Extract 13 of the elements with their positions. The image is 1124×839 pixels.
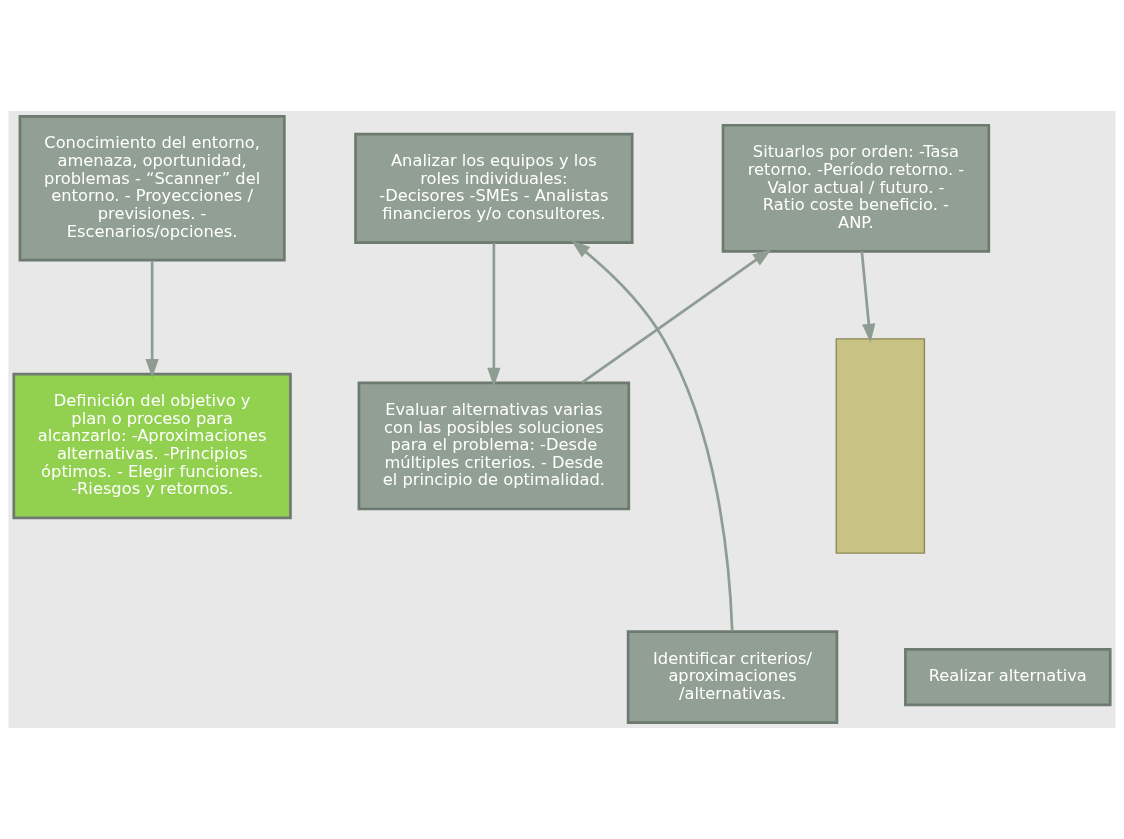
arrow (581, 249, 772, 384)
node-box: Conocimiento del entorno, amenaza, oportunidad, problemas - “Scanner” del entorno. - Proyecciones / previsiones. - Escenarios/opciones. (18, 115, 286, 262)
arrow (571, 240, 734, 632)
node-box: Analizar los equipos y los roles individuales: -Decisores -SMEs - Analistas financieros y/o consultores. (354, 132, 634, 244)
node-box: Identificar criterios/ aproximaciones /alternativas. (626, 630, 839, 724)
node-box: Realizar alternativa (904, 648, 1112, 707)
node-box: Situarlos por orden: -Tasa retorno. -Período retorno. - Valor actual / futuro. - Ratio coste beneficio. - ANP. (721, 123, 991, 253)
arrow (487, 243, 501, 387)
node-box: Evaluar alternativas varias con las posibles soluciones para el problema: -Desde múltiples criterios. - Desde el principio de optimalidad. (357, 381, 631, 511)
arrow (145, 260, 159, 379)
node-bar (835, 338, 926, 554)
node-box: Definición del objetivo y plan o proceso para alcanzarlo: -Aproximaciones alternativas. -Principios óptimos. - Elegir funciones. -Riesgos y retornos. (12, 372, 292, 520)
arrow (860, 251, 876, 343)
